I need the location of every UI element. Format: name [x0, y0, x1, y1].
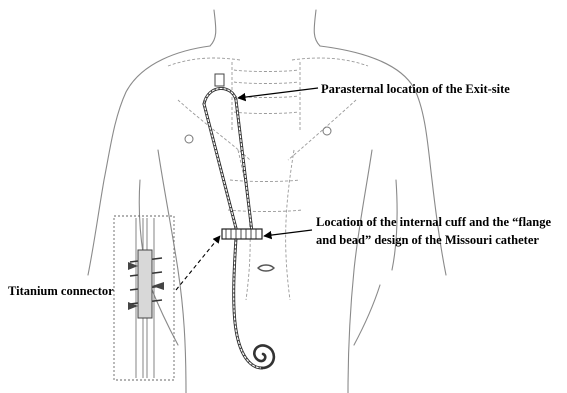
internal-cuff-label-line2: and bead” design of the Missouri cathete…: [316, 233, 539, 248]
exit-site-arrow: [238, 88, 318, 98]
flange-bead: [222, 229, 262, 239]
nipples: [185, 127, 331, 143]
titanium-arrow: [176, 236, 220, 290]
inset-titanium-connector: [114, 216, 174, 380]
exit-site-cap: [215, 74, 224, 86]
body-outline: [88, 10, 446, 393]
exit-site-label: Parasternal location of the Exit-site: [321, 82, 510, 97]
titanium-connector-label: Titanium connector: [8, 284, 114, 299]
cuff-arrow: [264, 230, 312, 236]
navel: [258, 265, 274, 271]
internal-cuff-label-line1: Location of the internal cuff and the “f…: [316, 215, 551, 230]
